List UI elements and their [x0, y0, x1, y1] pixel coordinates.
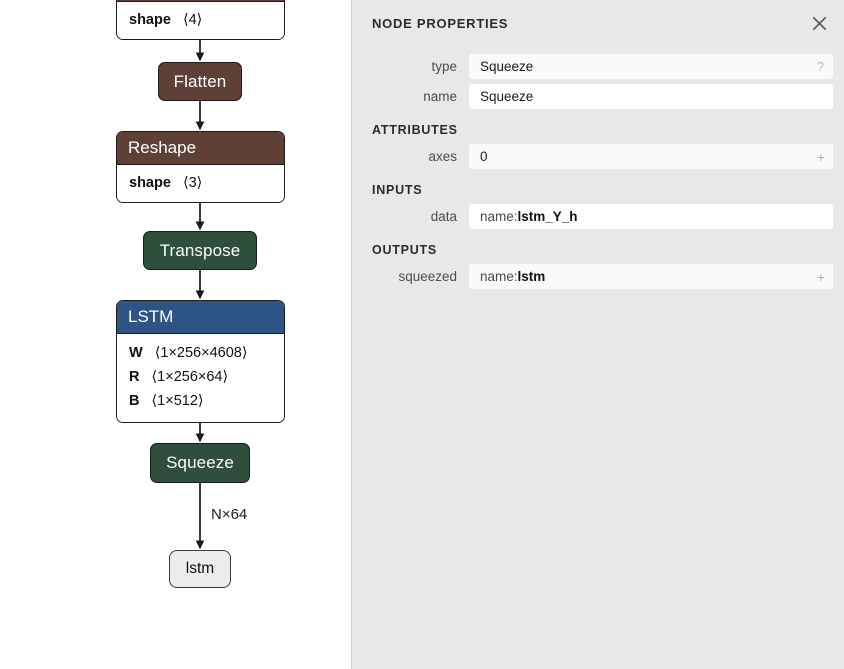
- attribute-row: W ⟨1×256×4608⟩: [117, 341, 284, 365]
- field-value: Squeeze: [480, 59, 534, 74]
- property-row-data: data name: lstm_Y_h: [352, 204, 844, 229]
- property-label: squeezed: [398, 269, 457, 284]
- attribute-key: shape: [129, 11, 171, 28]
- close-icon[interactable]: [806, 10, 832, 36]
- panel-title: NODE PROPERTIES: [372, 16, 509, 31]
- attribute-key: W: [129, 344, 143, 361]
- attribute-value: ⟨4⟩: [182, 11, 203, 28]
- section-inputs: INPUTS data name: lstm_Y_h: [352, 183, 844, 229]
- field-value: lstm: [517, 269, 546, 284]
- node-label: Flatten: [173, 71, 227, 91]
- attribute-value: ⟨3⟩: [182, 174, 203, 191]
- graph-node-transpose[interactable]: Transpose: [143, 231, 257, 270]
- node-label: lstm: [185, 560, 215, 577]
- attribute-key: B: [129, 392, 140, 409]
- property-label: data: [430, 209, 457, 224]
- node-header: Reshape: [117, 132, 284, 164]
- section-node: type Squeeze ? name Squeeze: [352, 54, 844, 109]
- field-value: Squeeze: [480, 89, 534, 104]
- attribute-row: R ⟨1×256×64⟩: [117, 365, 284, 389]
- property-row-squeezed: squeezed name: lstm +: [352, 264, 844, 289]
- attribute-value: ⟨1×256×64⟩: [151, 368, 229, 385]
- section-outputs: OUTPUTS squeezed name: lstm +: [352, 243, 844, 289]
- graph-node-lstm[interactable]: LSTM W ⟨1×256×4608⟩ R ⟨1×256×64⟩ B ⟨1×51…: [116, 300, 285, 424]
- type-field[interactable]: Squeeze ?: [469, 54, 833, 79]
- node-attributes: shape ⟨3⟩: [117, 164, 284, 203]
- graph-canvas[interactable]: shape ⟨4⟩ Flatten Reshape shape ⟨3⟩ Tran…: [0, 0, 352, 669]
- property-label: axes: [428, 149, 457, 164]
- expand-plus-icon[interactable]: +: [816, 148, 825, 165]
- panel-header: NODE PROPERTIES: [352, 0, 844, 48]
- section-heading: OUTPUTS: [372, 243, 437, 257]
- graph-node-squeeze[interactable]: Squeeze: [150, 443, 250, 483]
- field-value: 0: [480, 149, 488, 164]
- input-data-field[interactable]: name: lstm_Y_h: [469, 204, 833, 229]
- node-attributes: W ⟨1×256×4608⟩ R ⟨1×256×64⟩ B ⟨1×512⟩: [117, 333, 284, 423]
- graph-node-reshape-top[interactable]: shape ⟨4⟩: [116, 0, 285, 41]
- node-header: LSTM: [117, 301, 284, 333]
- attribute-row: B ⟨1×512⟩: [117, 389, 284, 413]
- attribute-value: ⟨1×512⟩: [151, 392, 204, 409]
- graph-node-reshape[interactable]: Reshape shape ⟨3⟩: [116, 131, 285, 204]
- field-prefix: name:: [480, 269, 518, 284]
- node-attributes: shape ⟨4⟩: [117, 1, 284, 40]
- edge-label-squeeze-to-output: N×64: [211, 506, 248, 523]
- attribute-row: shape ⟨4⟩: [117, 8, 284, 32]
- attribute-value: ⟨1×256×4608⟩: [154, 344, 248, 361]
- node-label: Squeeze: [166, 453, 234, 472]
- graph-node-lstm-output[interactable]: lstm: [169, 550, 231, 588]
- section-heading: INPUTS: [372, 183, 423, 197]
- node-header: [117, 0, 284, 1]
- node-label: Transpose: [159, 240, 241, 260]
- field-value: lstm_Y_h: [517, 209, 578, 224]
- section-heading: ATTRIBUTES: [372, 123, 458, 137]
- attribute-row: shape ⟨3⟩: [117, 171, 284, 195]
- help-icon[interactable]: ?: [817, 59, 824, 74]
- attribute-key: shape: [129, 174, 171, 191]
- node-properties-panel: NODE PROPERTIES type Squeeze ? name Sque…: [352, 0, 844, 669]
- property-row-axes: axes 0 +: [352, 144, 844, 169]
- expand-plus-icon[interactable]: +: [816, 268, 825, 285]
- property-label: name: [423, 89, 457, 104]
- property-row-type: type Squeeze ?: [352, 54, 844, 79]
- section-attributes: ATTRIBUTES axes 0 +: [352, 123, 844, 169]
- attribute-key: R: [129, 368, 140, 385]
- property-row-name: name Squeeze: [352, 84, 844, 109]
- output-squeezed-field[interactable]: name: lstm +: [469, 264, 833, 289]
- field-prefix: name:: [480, 209, 518, 224]
- graph-node-flatten[interactable]: Flatten: [158, 62, 242, 101]
- name-field[interactable]: Squeeze: [469, 84, 833, 109]
- axes-field[interactable]: 0 +: [469, 144, 833, 169]
- property-label: type: [431, 59, 457, 74]
